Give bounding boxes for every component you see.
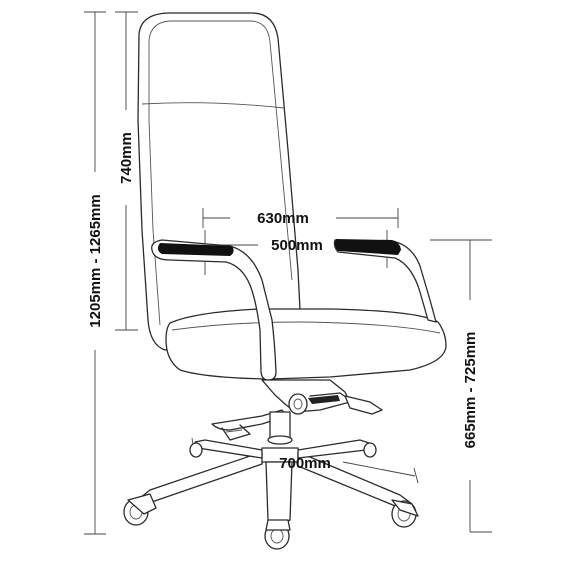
dimension-total-height [84,11,106,535]
caster-back-left [189,442,203,458]
label-seat-height: 665mm - 725mm [462,332,479,449]
left-armrest-pad [157,243,234,256]
base-leg-back-left [194,439,263,459]
label-total-height: 1205mm - 1265mm [87,194,104,327]
label-backrest-height: 740mm [118,132,135,184]
chair-illustration [123,12,447,550]
label-base-diameter: 700mm [279,455,331,472]
tilt-mechanism [261,379,351,413]
base-leg-left [139,451,263,505]
dimension-backrest-height [115,11,138,331]
label-seat-width: 500mm [271,237,323,254]
caster-left [123,493,157,526]
right-armrest-pad [334,239,401,255]
dimension-overall-width [202,208,399,228]
seat-cushion [165,308,447,380]
label-overall-width: 630mm [257,210,309,227]
caster-right [391,499,419,528]
caster-back-right [363,442,377,458]
right-armrest-frame [333,239,437,323]
backrest [137,12,306,351]
dimension-seat-height [430,239,492,533]
caster-front [264,519,291,550]
